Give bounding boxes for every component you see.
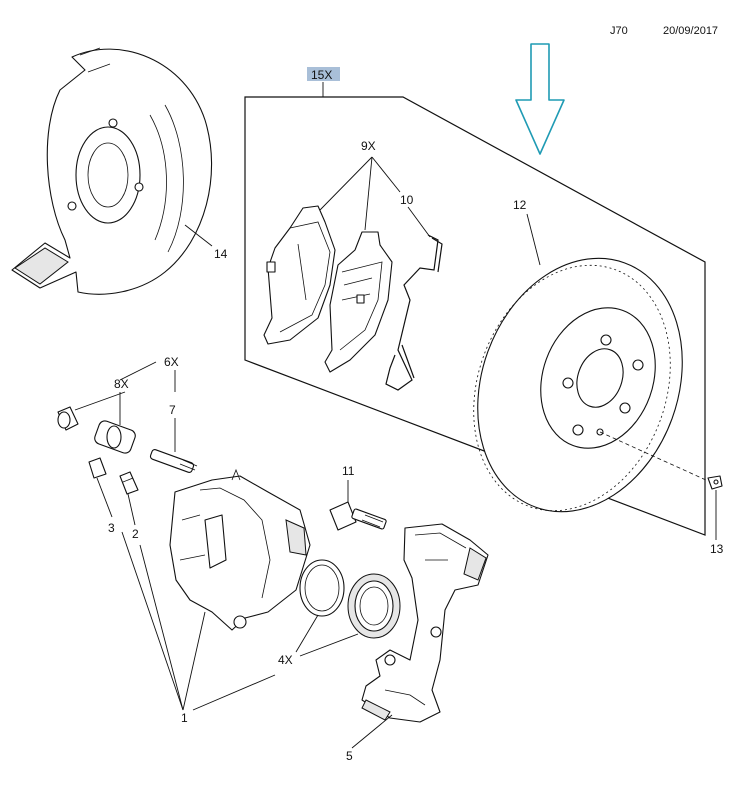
callout-4x: 4X bbox=[278, 653, 293, 667]
callout-2: 2 bbox=[132, 527, 139, 541]
callout-15x: 15X bbox=[311, 68, 332, 82]
callout-10: 10 bbox=[400, 193, 414, 207]
rotor-screw bbox=[707, 475, 723, 490]
guide-pin bbox=[149, 449, 198, 473]
kit-badge bbox=[307, 67, 340, 81]
bracket-bolt bbox=[329, 501, 387, 531]
brake-caliper bbox=[169, 468, 311, 631]
caliper-bracket bbox=[361, 523, 489, 723]
callout-8x: 8X bbox=[114, 377, 129, 391]
callout-13: 13 bbox=[710, 542, 724, 556]
guide-pin-boot bbox=[94, 420, 136, 454]
dust-shield bbox=[11, 47, 213, 295]
callout-9x: 9X bbox=[361, 139, 376, 153]
callout-14: 14 bbox=[214, 247, 228, 261]
callout-12: 12 bbox=[513, 198, 527, 212]
callout-6x: 6X bbox=[164, 355, 179, 369]
bleeder-cap bbox=[88, 457, 107, 479]
brake-pad-inner bbox=[324, 231, 393, 373]
diagram-code: J70 bbox=[610, 25, 628, 37]
piston-dust-boot bbox=[347, 573, 401, 639]
guide-pin-bushing-cap bbox=[57, 406, 79, 431]
bleeder-screw bbox=[119, 471, 139, 495]
callout-3: 3 bbox=[108, 521, 115, 535]
kit-frame: 15X bbox=[244, 67, 706, 536]
down-arrow-icon bbox=[515, 43, 565, 155]
diagram-date: 20/09/2017 bbox=[663, 25, 718, 37]
pad-spring-clip bbox=[385, 234, 443, 391]
callout-7: 7 bbox=[169, 403, 176, 417]
piston-seal bbox=[299, 559, 345, 617]
brake-pad-outer bbox=[263, 205, 336, 345]
brake-rotor bbox=[473, 257, 683, 513]
callout-11: 11 bbox=[342, 464, 355, 478]
callout-5: 5 bbox=[346, 749, 353, 763]
callout-1: 1 bbox=[181, 711, 188, 725]
